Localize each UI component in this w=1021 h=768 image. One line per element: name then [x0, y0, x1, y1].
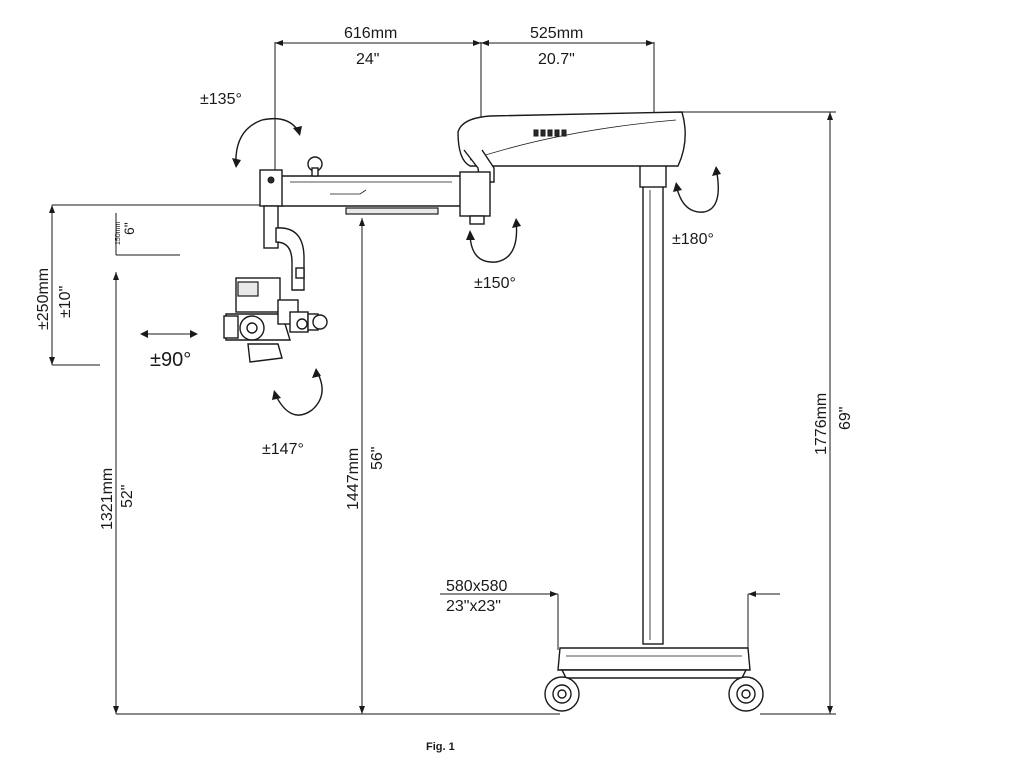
vent-slots — [533, 129, 567, 137]
rotation-arc-column — [673, 166, 721, 213]
small-offset-in-label: 6" — [121, 222, 137, 235]
stand-column — [639, 164, 667, 645]
base-dimension — [440, 591, 780, 650]
arm-height-dimension — [359, 218, 365, 714]
top-dimension-lines — [274, 40, 655, 180]
vertical-travel-dimension — [49, 204, 276, 366]
vertical-travel-in-label: ±10" — [57, 286, 74, 318]
figure-caption: Fig. 1 — [426, 741, 455, 753]
caster-right — [728, 676, 764, 712]
stand-head — [457, 111, 686, 183]
horizontal-arm — [277, 156, 491, 225]
rotation-column-label: ±180° — [672, 231, 714, 248]
microscope-optics — [223, 277, 328, 363]
rotation-arc-elbow — [466, 218, 521, 263]
total-height-in-label: 69" — [837, 407, 854, 430]
min-height-mm-label: 1321mm — [99, 468, 116, 530]
total-height-mm-label: 1776mm — [813, 393, 830, 455]
rotation-arm-joint-label: ±135° — [200, 91, 242, 108]
arm-reach-in-label: 24" — [356, 51, 379, 68]
rotation-optics-label: ±147° — [262, 441, 304, 458]
head-reach-in-label: 20.7" — [538, 51, 575, 68]
base-mm-label: 580x580 — [446, 578, 507, 595]
vertical-travel-mm-label: ±250mm — [35, 268, 52, 330]
min-height-in-label: 52" — [119, 485, 136, 508]
total-height-dimension — [680, 111, 836, 715]
small-offset-dimension — [115, 213, 180, 256]
arm-height-in-label: 56" — [369, 447, 386, 470]
rotation-arc-optics — [272, 368, 323, 416]
rotation-arc-arm-joint — [232, 117, 302, 168]
stand-base — [557, 647, 751, 679]
caster-left — [544, 676, 580, 712]
small-offset-mm-label: 150mm — [115, 221, 122, 245]
suspension-joint — [259, 169, 305, 291]
base-in-label: 23"x23" — [446, 598, 501, 615]
rotation-elbow-label: ±150° — [474, 275, 516, 292]
rotation-arrow-tilt — [140, 330, 198, 338]
head-reach-mm-label: 525mm — [530, 25, 583, 42]
arm-height-mm-label: 1447mm — [345, 448, 362, 510]
rotation-tilt-label: ±90° — [150, 349, 191, 371]
arm-reach-mm-label: 616mm — [344, 25, 397, 42]
min-height-dimension — [113, 272, 560, 715]
